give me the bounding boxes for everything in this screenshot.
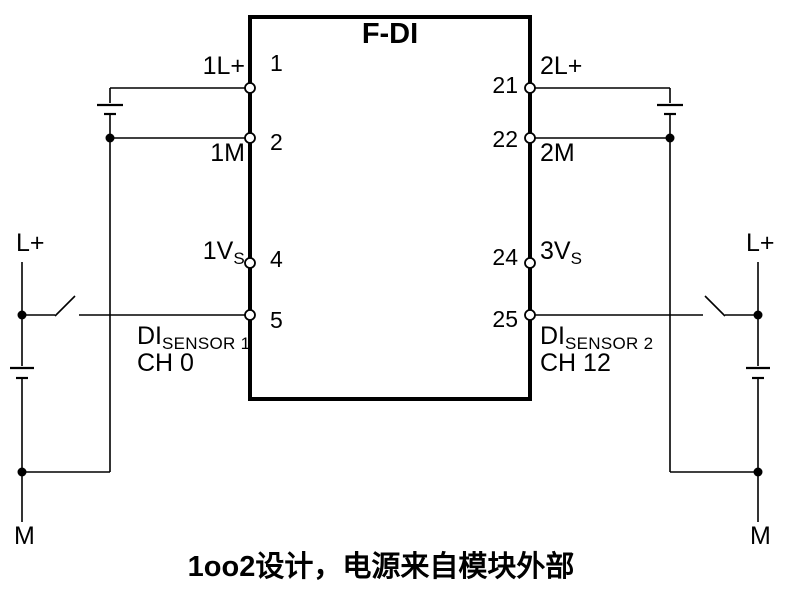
pin-label-2lplus: 2L+ xyxy=(540,52,583,80)
battery-icon xyxy=(97,103,123,116)
pin-number-25: 25 xyxy=(492,306,518,332)
pin-label-3vs-sub: S xyxy=(570,249,583,268)
sensor-label-2-sub: SENSOR 2 xyxy=(565,334,654,353)
pin-label-1vs-sub: S xyxy=(233,249,245,268)
sensor-label-2: DISENSOR 2 xyxy=(540,322,653,353)
right-ground-label: M xyxy=(750,522,771,550)
pin-label-3vs: 3VS xyxy=(540,237,582,268)
pin-label-1m: 1M xyxy=(210,139,245,167)
junction-dot xyxy=(753,467,763,477)
pin-terminal-5 xyxy=(244,309,256,321)
pin-terminals xyxy=(244,82,536,321)
switch-icon xyxy=(54,295,76,317)
pin-terminal-21 xyxy=(524,82,536,94)
junction-dot xyxy=(665,133,675,143)
switch-icon xyxy=(704,295,726,317)
pin-label-1lplus: 1L+ xyxy=(202,52,245,80)
battery-icon xyxy=(657,103,683,116)
module-outline xyxy=(248,15,532,401)
pin-number-4: 4 xyxy=(270,246,283,272)
pin-number-1: 1 xyxy=(270,50,283,76)
battery-icon xyxy=(10,366,34,380)
pin-number-22: 22 xyxy=(492,126,518,152)
pin-number-24: 24 xyxy=(492,244,518,270)
module-title: F-DI xyxy=(361,18,419,50)
junction-dots xyxy=(17,133,763,477)
junction-dot xyxy=(17,467,27,477)
pin-terminal-1 xyxy=(244,82,256,94)
left-ground-label: M xyxy=(14,522,35,550)
pin-terminal-22 xyxy=(524,132,536,144)
junction-dot xyxy=(753,310,763,320)
pin-terminal-24 xyxy=(524,257,536,269)
pin-number-5: 5 xyxy=(270,307,283,333)
pin-terminal-25 xyxy=(524,309,536,321)
sensor-label-1-main: DI xyxy=(137,322,162,350)
sensor-label-2-main: DI xyxy=(540,322,565,350)
pin-terminal-4 xyxy=(244,257,256,269)
junction-dot xyxy=(17,310,27,320)
pin-number-2: 2 xyxy=(270,129,283,155)
pin-label-3vs-main: 3V xyxy=(540,237,571,265)
right-supply-label: L+ xyxy=(746,229,775,257)
wires xyxy=(21,87,759,522)
junction-dot xyxy=(105,133,115,143)
channel-label-ch0: CH 0 xyxy=(137,349,194,377)
sensor-label-1-sub: SENSOR 1 xyxy=(162,334,251,353)
pin-label-1vs: 1VS xyxy=(150,237,245,268)
battery-icon xyxy=(746,366,770,380)
sensor-label-1: DISENSOR 1 xyxy=(137,322,250,353)
channel-label-ch12: CH 12 xyxy=(540,349,611,377)
pin-label-2m: 2M xyxy=(540,139,575,167)
pin-label-1vs-main: 1V xyxy=(202,237,234,265)
left-supply-label: L+ xyxy=(16,229,45,257)
pin-terminal-2 xyxy=(244,132,256,144)
figure-caption: 1oo2设计，电源来自模块外部 xyxy=(187,551,575,583)
pin-number-21: 21 xyxy=(492,72,518,98)
